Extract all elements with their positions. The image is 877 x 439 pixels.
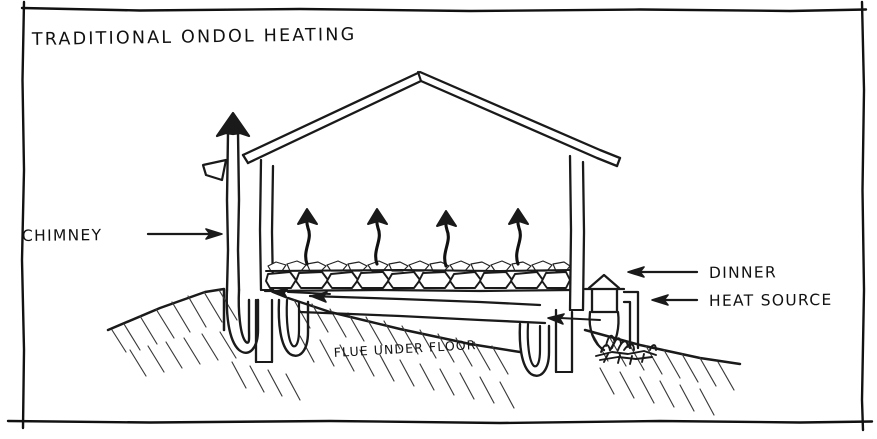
flue-right-arrowhead <box>547 313 565 325</box>
ground-earth <box>106 287 742 416</box>
dinner-arrow-head-icon <box>627 266 645 278</box>
firebox-left-wall <box>588 310 606 352</box>
chimney-shaft-left <box>225 131 230 292</box>
heat-source-arrow-head-icon <box>651 294 669 306</box>
frame-top-edge <box>20 6 868 13</box>
callout-chimney: CHIMNEY <box>22 226 223 245</box>
frame-right-edge <box>860 0 866 432</box>
frame-left-edge <box>20 0 26 430</box>
chimney-group <box>201 111 251 292</box>
firebox-flue-duct-inner <box>622 300 632 350</box>
heat-source-group <box>583 273 657 365</box>
floor-slab-bottom-line <box>263 288 572 293</box>
roof-right-eave-cap <box>615 156 622 168</box>
flue-right-inlet-line <box>559 317 601 321</box>
pot-lid-icon <box>587 273 621 290</box>
roof-apex-joint <box>416 70 423 83</box>
chimney-flag-icon <box>201 158 228 182</box>
floor-slab-top-line <box>265 269 571 272</box>
left-post-left-edge <box>258 158 263 292</box>
ground-hatch-right-lower <box>599 367 715 416</box>
heat-arrow-2 <box>367 208 388 266</box>
cooking-pot-icon <box>590 288 619 314</box>
underfloor-flue-system <box>225 287 601 377</box>
ondol-floor <box>263 260 572 293</box>
callout-dinner: DINNER <box>627 263 777 282</box>
flue-flow-arrowhead-left-2 <box>271 287 289 299</box>
chimney-cap-icon <box>215 111 251 138</box>
chimney-arrow-head-icon <box>205 228 223 240</box>
roof-inner-line <box>246 79 619 168</box>
ground-hatch-basement-left <box>231 361 301 401</box>
heat-arrow-4 <box>508 208 529 266</box>
chimney-label: CHIMNEY <box>22 226 103 245</box>
flue-duct-upper-line <box>308 294 542 307</box>
floor-stone-layer <box>265 271 571 289</box>
sketch-frame <box>6 0 874 432</box>
right-post-left-edge <box>568 154 573 312</box>
right-post-right-edge <box>581 160 586 312</box>
heat-arrow-1 <box>297 208 318 266</box>
house-roof <box>241 70 622 168</box>
chimney-shaft-right <box>236 131 241 292</box>
ground-left-slope <box>106 287 226 332</box>
flue-u-channel-2 <box>277 298 310 357</box>
flue-u-channel-right <box>518 322 551 377</box>
fire-icon <box>595 334 657 365</box>
roof-outer-line <box>241 70 622 160</box>
ground-hatch-left-lower <box>129 331 237 377</box>
callout-heat-source: HEAT SOURCE <box>651 291 833 310</box>
roof-left-eave-cap <box>241 153 250 165</box>
firebox-flue-duct-outer <box>622 290 640 350</box>
flue-u-channel-2-inner <box>285 298 301 348</box>
heat-flow-arrows <box>297 208 529 268</box>
ground-hatch-center-lower <box>299 335 515 409</box>
dinner-label: DINNER <box>709 263 777 282</box>
chimney-base-trap-inner <box>237 288 251 344</box>
frame-bottom-edge <box>6 419 874 425</box>
heat-arrow-3 <box>436 210 457 268</box>
heat-source-label: HEAT SOURCE <box>709 291 833 310</box>
flue-duct-lower-line <box>298 310 547 325</box>
flue-u-channel-right-inner <box>526 322 542 368</box>
ground-mid-slope <box>286 296 522 354</box>
flue-flow-line-left <box>287 291 331 295</box>
